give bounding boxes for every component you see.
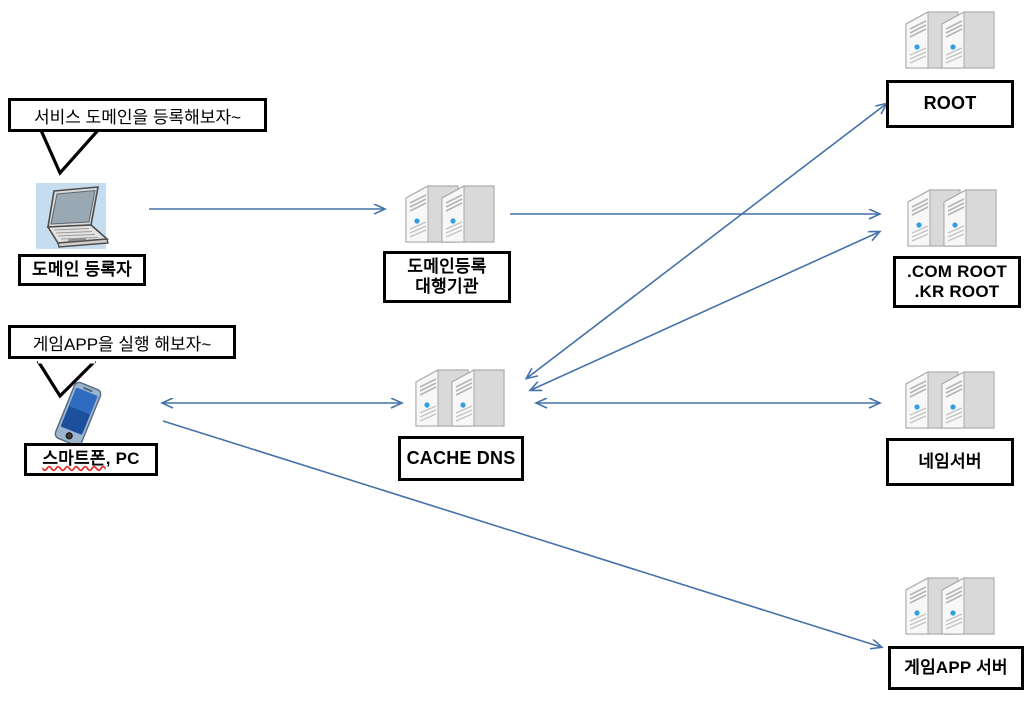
node-root-label: ROOT: [923, 93, 977, 114]
callout-game-app-text: 게임APP을 실행 해보자~: [32, 334, 212, 354]
node-domain-registrar-label-box: 도메인등록 대행기관: [383, 251, 511, 303]
node-name-server-label-box: 네임서버: [886, 438, 1014, 486]
server-icon: [905, 577, 995, 635]
edge-cachedns-to-root: [527, 104, 886, 378]
node-name-server-label: 네임서버: [918, 451, 982, 471]
node-root-label-box: ROOT: [886, 80, 1014, 128]
server-icon: [907, 189, 997, 247]
callout-domain-registrant-text: 서비스 도메인을 등록해보자~: [33, 107, 242, 127]
server-icon: [405, 185, 495, 243]
edge-cachedns-to-comkrroot: [531, 232, 879, 390]
node-com-kr-root-label-box: .COM ROOT .KR ROOT: [893, 256, 1021, 308]
smartphone-icon: [54, 381, 102, 447]
callout-game-app: 게임APP을 실행 해보자~: [8, 325, 236, 359]
node-game-app-server-label-box: 게임APP 서버: [888, 646, 1024, 690]
server-icon: [415, 369, 505, 427]
callout-domain-registrant: 서비스 도메인을 등록해보자~: [8, 98, 267, 132]
laptop-icon: [36, 183, 109, 249]
node-smartphone-pc-label-box: 스마트폰, PC: [24, 443, 158, 476]
callout-tail-registrant: [38, 125, 102, 176]
node-domain-registrant-label-box: 도메인 등록자: [18, 254, 146, 286]
node-cache-dns-label: CACHE DNS: [406, 447, 516, 468]
node-com-kr-root-label: .COM ROOT .KR ROOT: [906, 261, 1007, 301]
node-smartphone-pc-label: 스마트폰, PC: [42, 449, 139, 469]
callout-tail-game-app: [36, 358, 97, 399]
server-icon: [905, 371, 995, 429]
node-smartphone-pc-label-spellchecked: 스마트폰: [42, 449, 106, 469]
node-cache-dns-label-box: CACHE DNS: [398, 436, 524, 481]
node-domain-registrant-label: 도메인 등록자: [32, 259, 132, 279]
node-game-app-server-label: 게임APP 서버: [904, 657, 1008, 677]
node-smartphone-pc-label-rest: , PC: [105, 449, 140, 469]
node-domain-registrar-label: 도메인등록 대행기관: [407, 256, 487, 296]
server-icon: [905, 11, 995, 69]
